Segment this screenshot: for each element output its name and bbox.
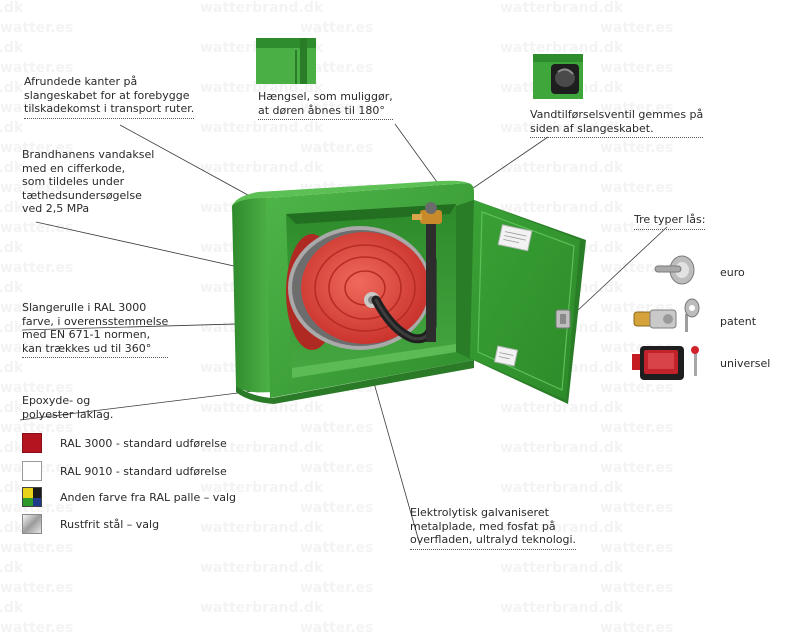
swatch-stainless-steel [22, 514, 42, 534]
callout-line: polyester laklag. [22, 407, 114, 421]
callout-line: Elektrolytisk galvaniseret [410, 506, 549, 519]
callout-line: ved 2,5 MPa [22, 202, 90, 215]
legend-label: Rustfrit stål – valg [60, 518, 160, 531]
callout-coating: Epoxyde- og polyester laklag. [22, 394, 113, 421]
callout-hinge: Hængsel, som muliggør, at døren åbnes ti… [258, 90, 393, 120]
euro-lock-icon [654, 255, 695, 285]
callout-rounded-edges: Afrundede kanter på slangeskabet for at … [24, 75, 195, 119]
callout-line: Brandhanens vandaksel [22, 148, 155, 161]
callout-line: tilskadekomst i transport ruter. [24, 102, 195, 115]
callout-line: Vandtilførselsventil gemmes på [530, 108, 704, 121]
legend-label: RAL 9010 - standard udførelse [60, 465, 227, 478]
lock-label-universal: universel [720, 357, 771, 370]
swatch-other-ral [22, 487, 42, 507]
swatch-ral-9010 [22, 461, 42, 481]
locks-title: Tre typer lås: [634, 213, 706, 230]
callout-line: kan trækkes ud til 360° [22, 341, 152, 355]
callout-line: tæthedsundersøgelse [22, 188, 142, 202]
lock-label-euro: euro [720, 266, 745, 279]
callout-line: Epoxyde- og [22, 394, 91, 407]
callout-line: farve, i overensstemmelse [22, 314, 169, 328]
callout-line: Slangerulle i RAL 3000 [22, 301, 147, 314]
hose-reel [286, 202, 442, 350]
hinge-detail-thumbnail [256, 38, 316, 84]
lock-label-patent: patent [720, 315, 757, 328]
callout-plate: Elektrolytisk galvaniseret metalplade, m… [410, 506, 577, 550]
universal-lock-icon [632, 346, 699, 380]
valve-detail-thumbnail [533, 54, 583, 99]
callout-water-valve: Vandtilførselsventil gemmes på siden af … [530, 108, 704, 138]
callout-line: som tildeles under [22, 175, 125, 188]
callout-line: at døren åbnes til 180° [258, 103, 385, 117]
callout-line: slangeskabet for at forebygge [24, 88, 190, 102]
callout-line: med en cifferkode, [22, 161, 126, 175]
legend-label: Anden farve fra RAL palle – valg [60, 491, 236, 504]
callout-shaft: Brandhanens vandaksel med en cifferkode,… [22, 148, 154, 216]
swatch-ral-3000 [22, 433, 42, 453]
callout-line: Hængsel, som muliggør, [258, 90, 393, 103]
callout-line: med EN 671-1 normen, [22, 328, 151, 341]
cabinet-door [456, 200, 586, 404]
callout-line: siden af slangeskabet. [530, 121, 654, 135]
callout-reel: Slangerulle i RAL 3000 farve, i overenss… [22, 301, 169, 358]
patent-lock-icon [633, 298, 700, 332]
callout-line: overfladen, ultralyd teknologi. [410, 533, 577, 546]
callout-line: Afrundede kanter på [24, 75, 138, 88]
legend-label: RAL 3000 - standard udførelse [60, 437, 227, 450]
callout-line: metalplade, med fosfat på [410, 519, 556, 533]
